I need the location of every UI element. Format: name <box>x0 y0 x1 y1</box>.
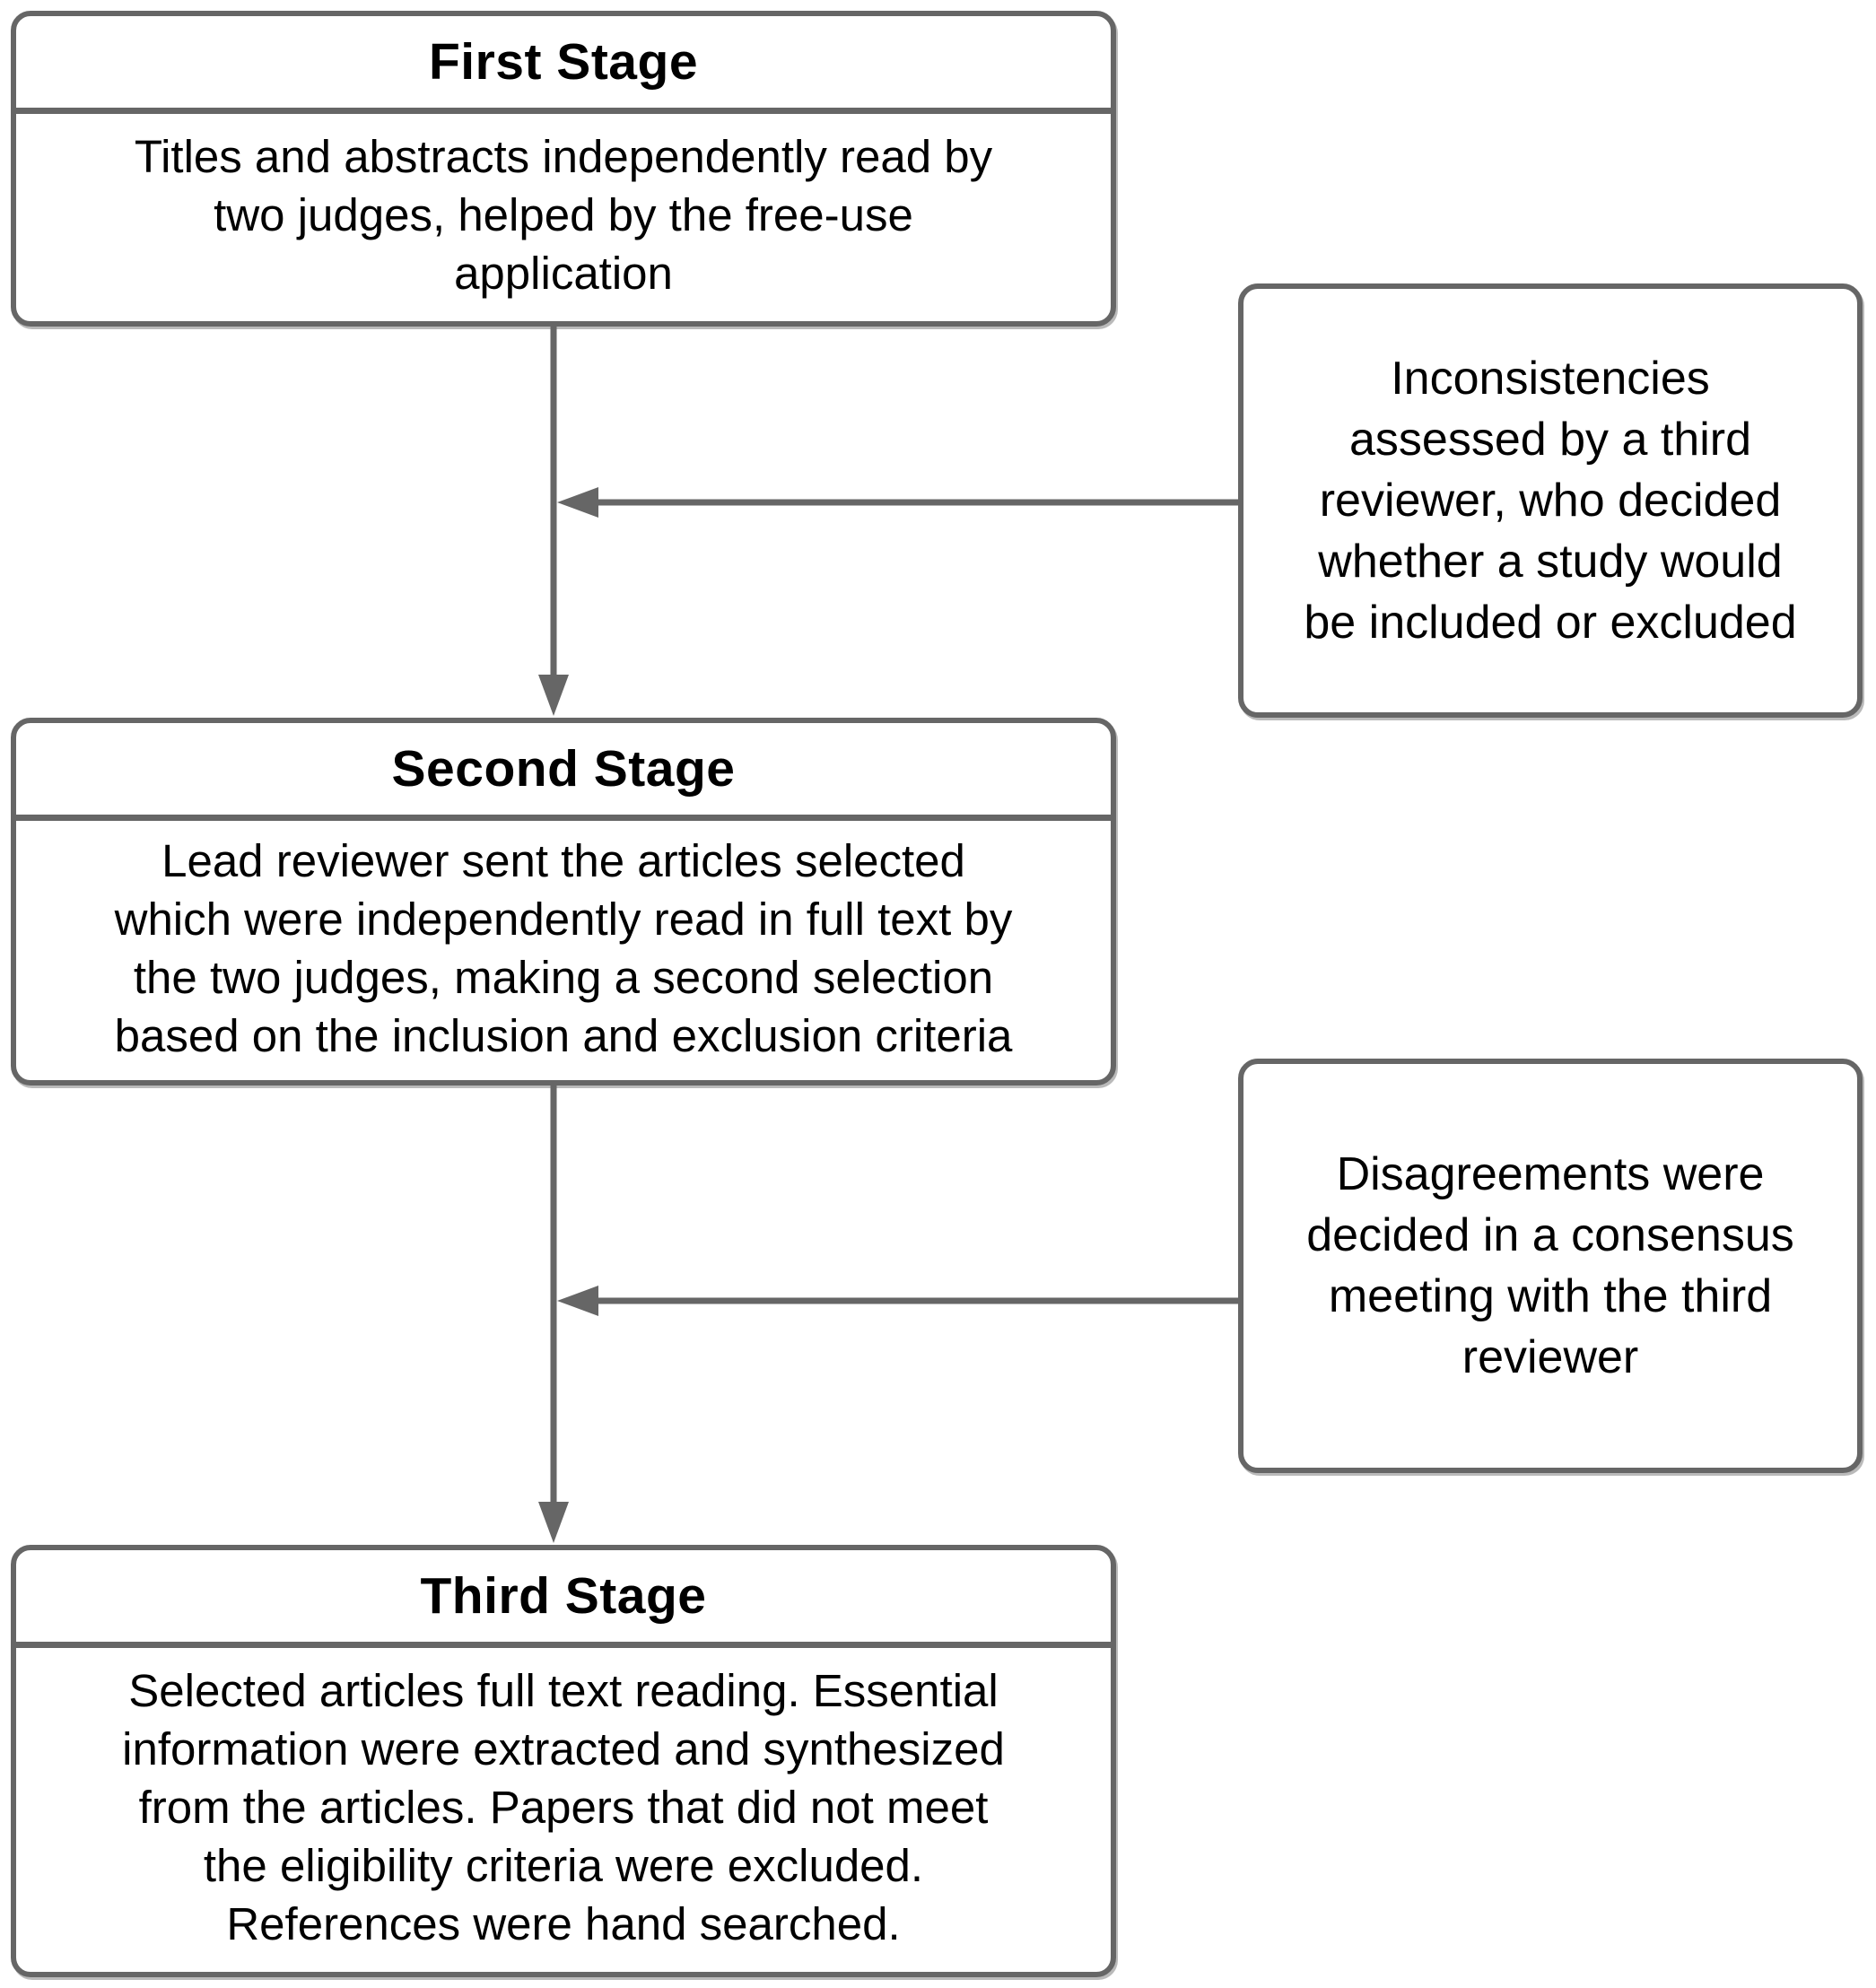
stage-first-body: Titles and abstracts independently read … <box>134 131 993 299</box>
arrowhead-down-stage2 <box>538 675 569 716</box>
stage-box-third: Third Stage Selected articles full text … <box>11 1545 1116 1977</box>
arrowhead-left-note1 <box>557 487 598 518</box>
stage-second-header: Second Stage <box>16 723 1111 821</box>
stage-box-first: First Stage Titles and abstracts indepen… <box>11 11 1116 327</box>
stage-first-header: First Stage <box>16 16 1111 114</box>
stage-second-title: Second Stage <box>391 740 736 798</box>
arrowhead-down-stage3 <box>538 1502 569 1543</box>
stage-second-body: Lead reviewer sent the articles selected… <box>114 834 1013 1061</box>
stage-third-title: Third Stage <box>420 1567 707 1625</box>
stage-first-title: First Stage <box>428 33 699 91</box>
stage-third-body: Selected articles full text reading. Ess… <box>122 1665 1005 1949</box>
side-note-inconsistencies: Inconsistencies assessed by a third revi… <box>1238 283 1863 718</box>
side-note-disagreements: Disagreements were decided in a consensu… <box>1238 1059 1863 1473</box>
side-note-inconsistencies-text: Inconsistencies assessed by a third revi… <box>1304 353 1797 649</box>
stage-third-header: Third Stage <box>16 1550 1111 1648</box>
side-note-disagreements-text: Disagreements were decided in a consensu… <box>1306 1148 1794 1383</box>
stage-box-second: Second Stage Lead reviewer sent the arti… <box>11 718 1116 1086</box>
arrowhead-left-note2 <box>557 1286 598 1316</box>
